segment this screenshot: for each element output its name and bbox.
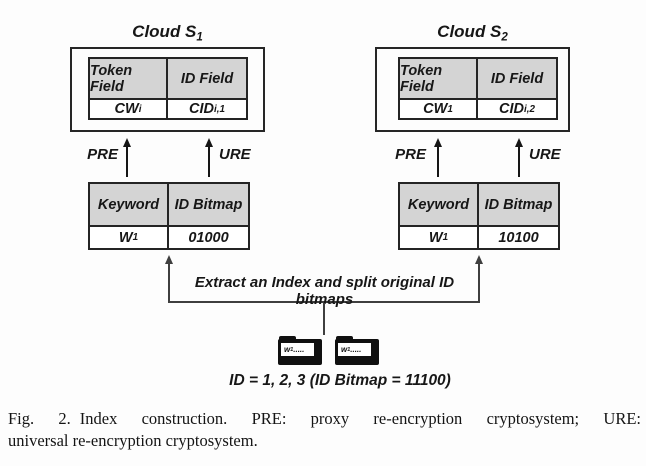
bracket-stem-line xyxy=(323,303,325,335)
folder-label-subscript: 1 xyxy=(347,346,351,353)
cloud-s1-keyword-value-subscript: 1 xyxy=(132,232,139,243)
caption-line-2: universal re-encryption cryptosystem. xyxy=(8,430,258,450)
cloud-s1-keyword-value-text: W xyxy=(118,229,133,246)
cloud-s1-id-value-text: CID xyxy=(189,101,215,117)
cloud-s2-token-value-text: CW xyxy=(423,101,448,117)
cloud-s1-id-bitmap-header: ID Bitmap xyxy=(169,184,248,227)
id-bitmap-summary: ID = 1, 2, 3 (ID Bitmap = 11100) xyxy=(229,372,451,389)
cloud-s2-title: Cloud S2 xyxy=(375,22,570,44)
cloud-s1-id-field-header: ID Field xyxy=(168,59,246,100)
folder-label-subscript: 1 xyxy=(290,346,294,353)
cloud-s1-pre-label: PRE xyxy=(87,146,118,163)
extract-index-label: Extract an Index and split original ID b… xyxy=(194,274,455,308)
caption-line-1-text: Index construction. PRE: proxy re-encryp… xyxy=(79,409,641,428)
cloud-s2-ure-up-arrow-icon xyxy=(515,138,523,177)
folder-label-text: w xyxy=(284,345,291,354)
caption-line-1: Fig. 2. Index construction. PRE: proxy re… xyxy=(8,408,641,430)
cloud-s2-id-value-text: CID xyxy=(499,101,525,117)
cloud-s2-keyword-value-subscript: 1 xyxy=(442,232,449,243)
cloud-s1-token-value-text: CW xyxy=(114,101,139,117)
cloud-s1-pre-up-arrow-icon xyxy=(123,138,131,177)
cloud-s2-keyword-value-text: W xyxy=(428,229,443,246)
cloud-s2-token-field-header: Token Field xyxy=(400,59,478,100)
cloud-s1-title: Cloud S1 xyxy=(70,22,265,44)
bracket-horizontal-line xyxy=(168,301,480,303)
cloud-s2-bitmap-value: 10100 xyxy=(498,229,539,246)
cloud-s1-keyword-header: Keyword xyxy=(90,184,169,227)
bracket-left-up-arrow-icon xyxy=(165,255,173,303)
cloud-s2-id-bitmap-header: ID Bitmap xyxy=(479,184,558,227)
cloud-s2-pre-up-arrow-icon xyxy=(434,138,442,177)
cloud-s1-bitmap-value: 01000 xyxy=(188,229,229,246)
cloud-s2-id-field-header: ID Field xyxy=(478,59,556,100)
cloud-s1-token-field-header: Token Field xyxy=(90,59,168,100)
cloud-s1-id-value-subscript: i,1 xyxy=(214,103,225,115)
cloud-s1-ure-up-arrow-icon xyxy=(205,138,213,177)
cloud-s2-pre-label: PRE xyxy=(395,146,426,163)
cloud-s2-token-value-subscript: 1 xyxy=(447,103,453,115)
cloud-s2-id-value-subscript: i,2 xyxy=(524,103,535,115)
figure-caption: Fig. 2. Index construction. PRE: proxy re… xyxy=(8,408,641,451)
folder-label-text: w xyxy=(341,345,348,354)
cloud-s1-token-value-subscript: i xyxy=(138,103,142,115)
cloud-s1-title-text: Cloud S xyxy=(132,22,197,41)
cloud-s2-title-text: Cloud S xyxy=(437,22,502,41)
caption-figure-number: Fig. 2. xyxy=(8,409,71,428)
cloud-s2-ure-label: URE xyxy=(529,146,561,163)
bracket-right-up-arrow-icon xyxy=(475,255,483,303)
cloud-s1-ure-label: URE xyxy=(219,146,251,163)
cloud-s2-keyword-header: Keyword xyxy=(400,184,479,227)
folder-label-dots: ..... xyxy=(293,345,305,354)
cloud-s1-title-subscript: 1 xyxy=(196,31,203,44)
folder-label-dots: ..... xyxy=(350,345,362,354)
cloud-s2-title-subscript: 2 xyxy=(501,31,508,44)
